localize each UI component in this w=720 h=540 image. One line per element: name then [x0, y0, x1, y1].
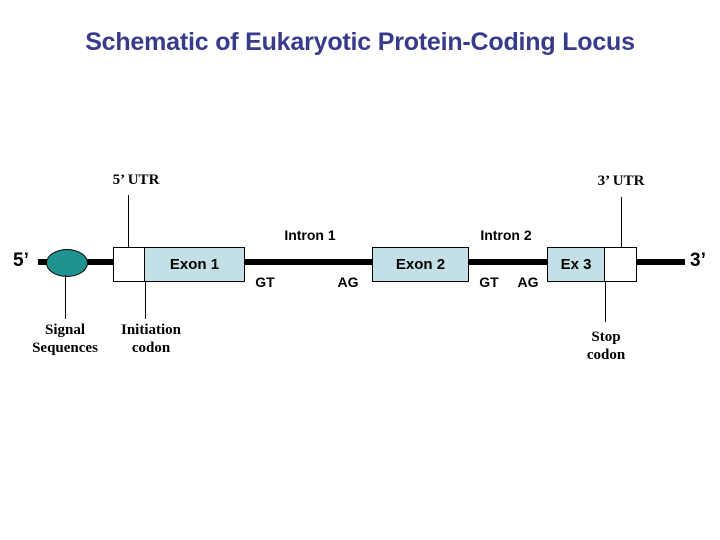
label-initiation-codon-line-1: Initiation	[120, 322, 181, 338]
label-stop-codon-line-1: Stop	[591, 329, 621, 345]
page-title: Schematic of Eukaryotic Protein-Coding L…	[85, 28, 635, 56]
box-exon-2-label: Exon 2	[395, 256, 446, 273]
label-intron-1: Intron 1	[284, 227, 336, 243]
backbone-segment-intron-1	[244, 259, 374, 265]
signal-sequences-ellipse	[46, 249, 88, 277]
box-exon-2: Exon 2	[372, 247, 469, 282]
label-5-prime-utr: 5’ UTR	[112, 172, 160, 188]
label-intron-1-acceptor-site: AG	[337, 274, 359, 290]
backbone-segment-intron-2	[468, 259, 548, 265]
leader-line-signal-sequences	[65, 275, 66, 319]
box-exon-3: Ex 3	[547, 247, 605, 282]
label-intron-1-donor-site: GT	[255, 274, 275, 290]
backbone-segment-3prime-flank	[636, 259, 685, 265]
label-initiation-codon: Initiation codon	[101, 322, 201, 357]
box-5-prime-utr	[113, 247, 145, 282]
label-3-prime-terminus: 3’	[690, 250, 706, 271]
leader-line-initiation-codon	[145, 282, 146, 319]
leader-line-5-prime-utr	[128, 195, 129, 248]
box-exon-1-label: Exon 1	[169, 256, 220, 273]
label-signal-sequences-line-1: Signal	[44, 322, 86, 338]
label-signal-sequences-line-2: Sequences	[32, 339, 98, 356]
label-3-prime-utr: 3’ UTR	[597, 173, 645, 189]
leader-line-3-prime-utr	[621, 197, 622, 248]
box-exon-3-label: Ex 3	[560, 256, 592, 273]
label-intron-2-acceptor-site: AG	[517, 274, 539, 290]
label-intron-2-donor-site: GT	[479, 274, 499, 290]
box-exon-1: Exon 1	[144, 247, 245, 282]
label-stop-codon: Stop codon	[556, 329, 656, 364]
label-signal-sequences: Signal Sequences	[15, 322, 115, 357]
leader-line-stop-codon	[605, 282, 606, 322]
label-stop-codon-line-2: codon	[586, 346, 626, 363]
box-3-prime-utr	[604, 247, 637, 282]
label-5-prime-terminus: 5’	[13, 250, 29, 271]
label-initiation-codon-line-2: codon	[131, 339, 171, 356]
label-intron-2: Intron 2	[480, 227, 532, 243]
